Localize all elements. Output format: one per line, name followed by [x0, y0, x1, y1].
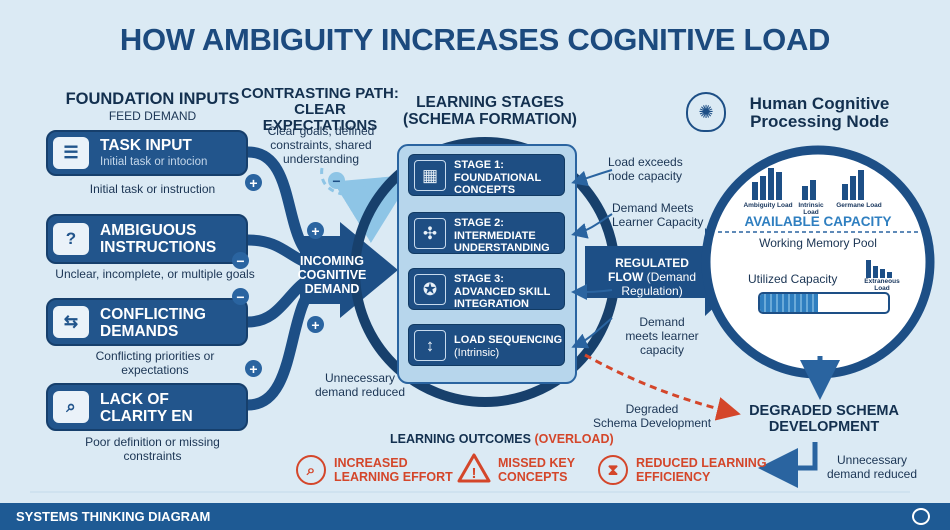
blocks-icon: ▦: [414, 160, 446, 191]
input-caption: Unclear, incomplete, or multiple goals: [55, 267, 255, 281]
input-conflicting: ⇆ CONFLICTING DEMANDS: [46, 298, 248, 346]
input-task: ☰ TASK INPUT Initial task or intocion: [46, 130, 248, 176]
extraneous-bar: [887, 272, 892, 278]
clock-search-icon: ⌕: [296, 455, 326, 485]
magnifier-icon: ⌕: [53, 391, 89, 423]
footer-bar: SYSTEMS THINKING DIAGRAM: [0, 503, 950, 530]
input-caption: Conflicting priorities or expectations: [95, 349, 215, 377]
regulated-flow-rest: (Demand Regulation): [621, 270, 696, 298]
svg-text:!: !: [472, 465, 477, 482]
germane-bar: [850, 176, 856, 200]
input-title: CONFLICTING DEMANDS: [100, 306, 206, 340]
stages-heading: LEARNING STAGES (SCHEMA FORMATION): [403, 94, 577, 128]
outcomes-heading: LEARNING OUTCOMES (OVERLOAD): [390, 432, 614, 446]
plus-badge: +: [245, 360, 262, 377]
utilized-capacity-fill: [760, 294, 818, 312]
ambiguity-bar: [752, 182, 758, 200]
outcomes-heading-main: LEARNING OUTCOMES: [390, 432, 531, 446]
intrinsic-bar: [810, 180, 816, 200]
input-caption: Initial task or instruction: [89, 182, 216, 196]
input-lack-of-clarity: ⌕ LACK OF CLARITY EN: [46, 383, 248, 431]
stage-label: LOAD SEQUENCING: [454, 334, 563, 346]
input-title: TASK INPUT: [100, 137, 192, 154]
input-ambiguous: ? AMBIGUOUS INSTRUCTIONS: [46, 214, 248, 264]
demand-meets-lower-note: Demand meets learner capacity: [625, 315, 699, 357]
hourglass-icon: ⧗: [598, 455, 628, 485]
node-heading: Human Cognitive Processing Node: [749, 94, 890, 132]
stage-1: ▦ STAGE 1: FOUNDATIONAL CONCEPTS: [408, 154, 565, 196]
contrast-heading: CONTRASTING PATH: CLEAR EXPECTATIONS: [241, 85, 399, 135]
ambiguity-bar: [768, 168, 774, 200]
minus-badge: −: [328, 172, 345, 189]
plus-badge: +: [307, 316, 324, 333]
incoming-demand-label: INCOMING COGNITIVE DEMAND: [297, 254, 367, 296]
clipboard-icon: ☰: [53, 137, 89, 169]
foundation-heading: FOUNDATION INPUTS: [65, 90, 240, 108]
extraneous-bar: [866, 260, 871, 278]
ambiguity-bar: [760, 176, 766, 200]
stage-sublabel: (Intrinsic): [454, 347, 500, 359]
ambiguity-bar: [776, 172, 782, 200]
stage-label: STAGE 3: ADVANCED SKILL INTEGRATION: [454, 273, 551, 310]
stage-2: ✣ STAGE 2: INTERMEDIATE UNDERSTANDING: [408, 212, 565, 254]
extraneous-bar: [880, 269, 885, 278]
extraneous-bar: [873, 266, 878, 278]
bar-label: Intrinsic Load: [798, 202, 824, 216]
page-title: HOW AMBIGUITY INCREASES COGNITIVE LOAD: [119, 22, 831, 57]
utilized-capacity-bar: [758, 292, 890, 314]
sequence-icon: ↕: [414, 330, 446, 361]
contrast-text: Clear goals, defined constraints, shared…: [267, 124, 375, 166]
foundation-subheading: FEED DEMAND: [108, 109, 197, 123]
minus-badge: −: [232, 288, 249, 305]
logo-icon: [912, 508, 930, 525]
bar-label: Ambiguity Load: [743, 202, 793, 209]
plus-badge: +: [307, 222, 324, 239]
stage-load-sequencing: ↕ LOAD SEQUENCING (Intrinsic): [408, 324, 565, 366]
unnecessary-note: Unnecessary demand reduced: [314, 371, 406, 399]
input-caption: Poor definition or missing constraints: [85, 435, 220, 463]
outcome-label: MISSED KEY CONCEPTS: [498, 456, 576, 484]
degraded-small-note: Degraded Schema Development: [592, 402, 712, 430]
question-document-icon: ?: [53, 223, 89, 255]
warning-icon: !: [457, 452, 491, 484]
stage-3: ✪ STAGE 3: ADVANCED SKILL INTEGRATION: [408, 268, 565, 310]
germane-bar: [858, 170, 864, 200]
stage-label: STAGE 2: INTERMEDIATE UNDERSTANDING: [454, 217, 550, 254]
demand-meets-note: Demand Meets Learner Capacity: [612, 201, 704, 229]
outcome-label: INCREASED LEARNING EFFORT: [334, 456, 453, 484]
load-exceeds-note: Load exceeds node capacity: [608, 155, 683, 183]
working-memory-label: Working Memory Pool: [759, 236, 877, 250]
extraneous-chart: Extraneous Load: [864, 254, 904, 294]
germane-bar: [842, 184, 848, 200]
input-title: LACK OF CLARITY EN: [100, 391, 193, 425]
degraded-schema-heading: DEGRADED SCHEMA DEVELOPMENT: [749, 403, 899, 435]
load-bars-chart: Ambiguity Load Intrinsic Load Germane Lo…: [738, 168, 898, 216]
regulated-flow-label: REGULATED FLOW (Demand Regulation): [602, 256, 702, 298]
intrinsic-bar: [802, 186, 808, 200]
brain-icon: ✺: [686, 92, 726, 132]
network-icon: ✣: [414, 218, 446, 249]
outcomes-heading-paren: (OVERLOAD): [534, 432, 614, 446]
outcome-label: REDUCED LEARNING EFFICIENCY: [636, 456, 767, 484]
input-subtitle: Initial task or intocion: [100, 156, 208, 168]
minus-badge: −: [232, 252, 249, 269]
utilized-capacity-label: Utilized Capacity: [748, 272, 838, 286]
footer-label: SYSTEMS THINKING DIAGRAM: [16, 509, 211, 524]
extraneous-label: Extraneous Load: [864, 278, 900, 292]
unnecessary-right-note: Unnecessary demand reduced: [826, 453, 918, 481]
stage-label: STAGE 1: FOUNDATIONAL CONCEPTS: [454, 159, 542, 196]
input-title: AMBIGUOUS INSTRUCTIONS: [100, 222, 217, 256]
award-icon: ✪: [414, 274, 446, 305]
plus-badge: +: [245, 174, 262, 191]
diverging-arrows-icon: ⇆: [53, 306, 89, 338]
bar-label: Germane Load: [836, 202, 882, 209]
available-capacity-label: AVAILABLE CAPACITY: [744, 214, 892, 229]
regulated-flow-bold: REGULATED FLOW: [607, 256, 689, 284]
